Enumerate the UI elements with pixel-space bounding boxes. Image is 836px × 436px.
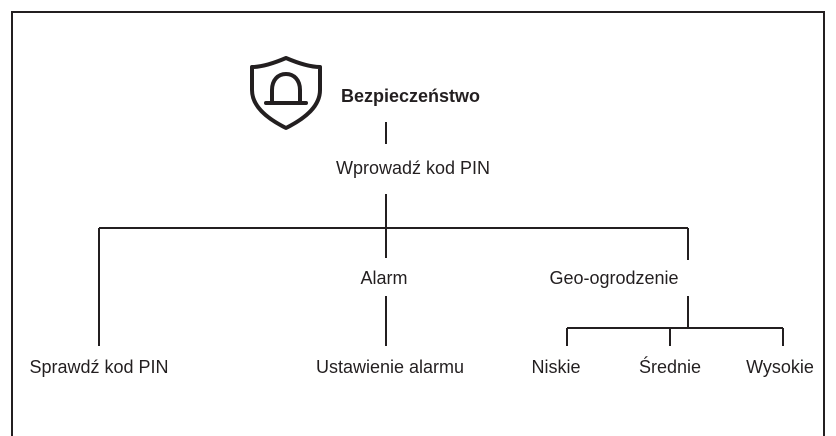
node-ustawienie-alarmu: Ustawienie alarmu	[315, 357, 465, 377]
connector-lines	[98, 122, 784, 346]
node-geo-ogrodzenie: Geo-ogrodzenie	[549, 268, 679, 288]
node-niskie: Niskie	[531, 357, 581, 377]
node-alarm: Alarm	[360, 268, 408, 288]
shield-alarm-icon	[250, 56, 322, 130]
node-srednie: Średnie	[638, 357, 702, 377]
node-wprowadz-kod-pin: Wprowadź kod PIN	[335, 158, 491, 178]
node-sprawdz-kod-pin: Sprawdź kod PIN	[29, 357, 169, 377]
node-bezpieczenstwo: Bezpieczeństwo	[341, 86, 481, 106]
diagram-border	[11, 11, 825, 436]
node-wysokie: Wysokie	[746, 357, 814, 377]
